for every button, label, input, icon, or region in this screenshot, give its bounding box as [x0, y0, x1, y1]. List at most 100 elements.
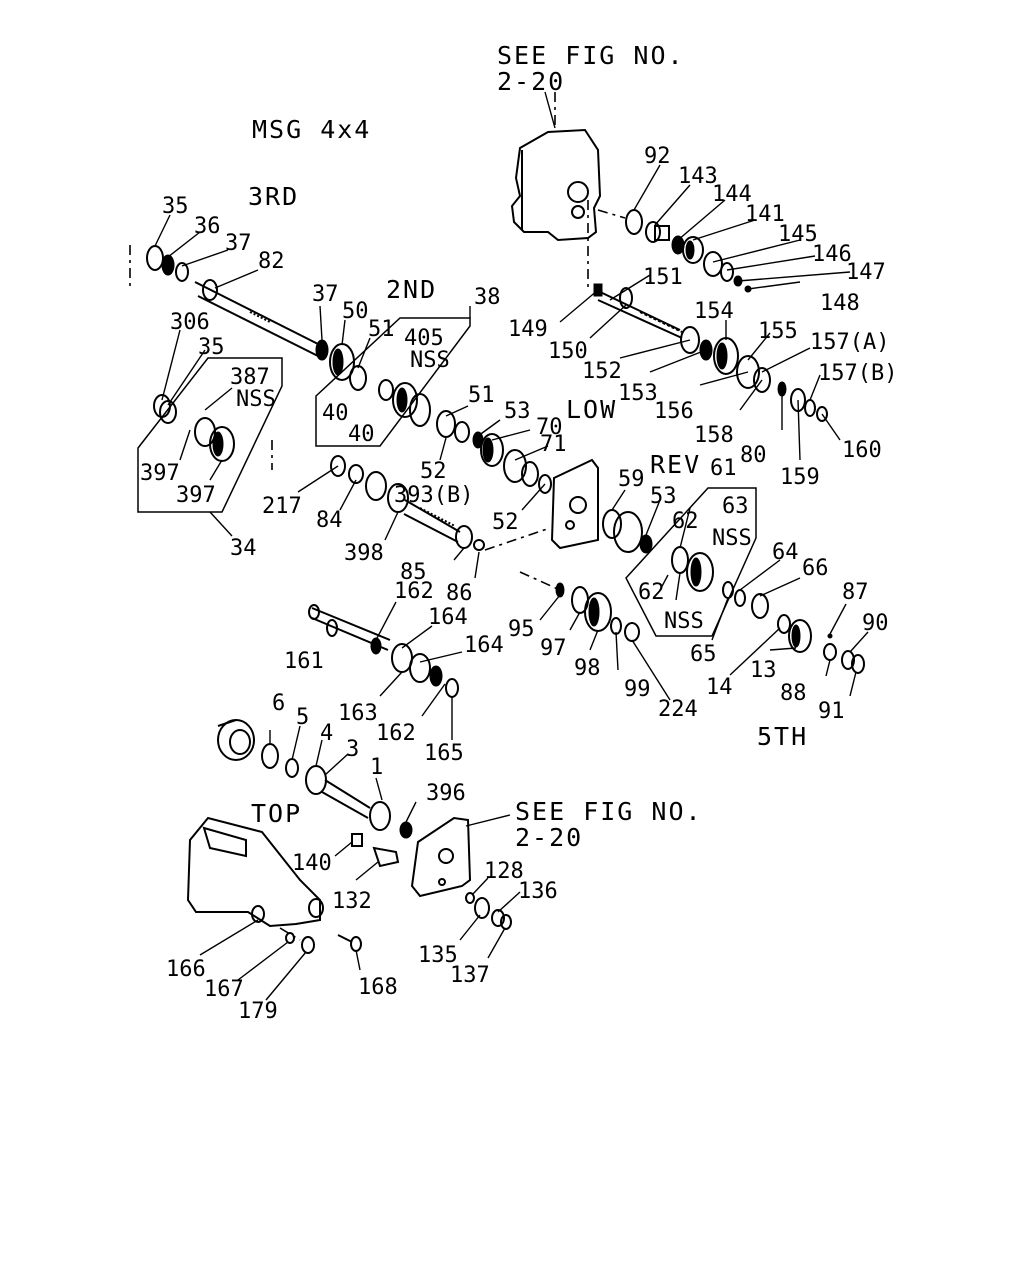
fifth-gear-parts [722, 581, 865, 674]
part-label-398: 398 [344, 541, 384, 566]
low-gear-group [436, 410, 552, 494]
part-label-217: 217 [262, 494, 302, 519]
part-label-140: 140 [292, 851, 332, 876]
part-label-62-a: 62 [672, 509, 699, 534]
part-label-149: 149 [508, 317, 548, 342]
part-label-91: 91 [818, 699, 845, 724]
part-label-157b: 157(B) [818, 361, 897, 386]
part-label-1: 1 [370, 755, 383, 780]
part-label-52-a: 52 [420, 459, 447, 484]
gear-rev-label: REV [650, 450, 701, 479]
part-label-152: 152 [582, 359, 622, 384]
nss-label-3: NSS [712, 526, 752, 551]
upper-right-shaft-parts [625, 209, 752, 293]
part-label-396: 396 [426, 781, 466, 806]
part-label-143: 143 [678, 164, 718, 189]
leader-lines [154, 91, 869, 1001]
part-label-154: 154 [694, 299, 734, 324]
part-label-37-top: 37 [225, 231, 252, 256]
synchro-box-34 [137, 357, 283, 513]
gear-low-label: LOW [566, 395, 617, 424]
see-fig-top-line2: 2-20 [497, 67, 565, 96]
part-label-163: 163 [338, 701, 378, 726]
part-label-306: 306 [170, 310, 210, 335]
part-label-40-b: 40 [348, 422, 375, 447]
part-label-61: 61 [710, 456, 737, 481]
part-label-405: 405 [404, 326, 444, 351]
part-label-167: 167 [204, 977, 244, 1002]
see-fig-top-line1: SEE FIG NO. [497, 41, 685, 70]
part-label-150: 150 [548, 339, 588, 364]
part-label-164-b: 164 [464, 633, 504, 658]
small-hardware-parts [285, 833, 512, 954]
synchro-box-61 [625, 487, 757, 637]
shaft-82-3rd-assembly [129, 245, 367, 391]
part-label-14: 14 [706, 675, 733, 700]
gear-5th-label: 5TH [757, 722, 808, 751]
part-label-51-low: 51 [468, 383, 495, 408]
part-label-397-a: 397 [140, 461, 180, 486]
input-shaft-assembly [217, 719, 413, 839]
part-label-160: 160 [842, 438, 882, 463]
part-label-141: 141 [745, 202, 785, 227]
part-label-53-low: 53 [504, 399, 531, 424]
part-label-64: 64 [772, 540, 799, 565]
part-label-13: 13 [750, 658, 777, 683]
part-label-88: 88 [780, 681, 807, 706]
see-fig-bottom-line2: 2-20 [515, 823, 583, 852]
part-label-393b: 393(B) [394, 483, 473, 508]
part-label-62-b: 62 [638, 580, 665, 605]
part-label-179: 179 [238, 999, 278, 1024]
part-label-40-a: 40 [322, 401, 349, 426]
part-label-155: 155 [758, 319, 798, 344]
part-label-148: 148 [820, 291, 860, 316]
part-label-66: 66 [802, 556, 829, 581]
part-label-159: 159 [780, 465, 820, 490]
part-label-82: 82 [258, 249, 285, 274]
part-label-70: 70 [536, 415, 563, 440]
part-label-166: 166 [166, 957, 206, 982]
part-label-156: 156 [654, 399, 694, 424]
top-label: TOP [251, 799, 302, 828]
part-number-labels: 92 143 144 141 145 146 147 148 151 149 1… [140, 144, 897, 1024]
part-label-59: 59 [618, 467, 645, 492]
part-label-161: 161 [284, 649, 324, 674]
part-label-136: 136 [518, 879, 558, 904]
part-label-162-b: 162 [376, 721, 416, 746]
reverse-gear-cluster [602, 509, 653, 554]
part-label-97: 97 [540, 636, 567, 661]
part-label-162-a: 162 [394, 579, 434, 604]
part-label-3: 3 [346, 737, 359, 762]
part-label-98: 98 [574, 656, 601, 681]
part-label-145: 145 [778, 222, 818, 247]
see-fig-bottom-line1: SEE FIG NO. [515, 797, 703, 826]
part-label-36: 36 [194, 214, 221, 239]
part-label-95: 95 [508, 617, 535, 642]
part-label-86: 86 [446, 581, 473, 606]
part-label-165: 165 [424, 741, 464, 766]
part-label-63: 63 [722, 494, 749, 519]
part-label-90: 90 [862, 611, 889, 636]
part-label-84: 84 [316, 508, 343, 533]
part-label-85: 85 [400, 560, 427, 585]
part-label-35-top: 35 [162, 194, 189, 219]
part-label-80: 80 [740, 443, 767, 468]
gear-3rd-label: 3RD [248, 182, 299, 211]
part-label-135: 135 [418, 943, 458, 968]
part-label-224: 224 [658, 697, 698, 722]
part-label-157a: 157(A) [810, 330, 889, 355]
part-label-387: 387 [230, 365, 270, 390]
center-plate [550, 458, 599, 550]
part-label-6: 6 [272, 691, 285, 716]
upper-housing-plate [510, 92, 626, 290]
part-label-158: 158 [694, 423, 734, 448]
part-label-50: 50 [342, 299, 369, 324]
nss-label-2: NSS [236, 387, 276, 412]
part-label-146: 146 [812, 242, 852, 267]
part-label-153: 153 [618, 381, 658, 406]
part-label-87: 87 [842, 580, 869, 605]
part-label-51-top: 51 [368, 317, 395, 342]
mainshaft-151 [593, 283, 683, 339]
part-label-34: 34 [230, 536, 257, 561]
